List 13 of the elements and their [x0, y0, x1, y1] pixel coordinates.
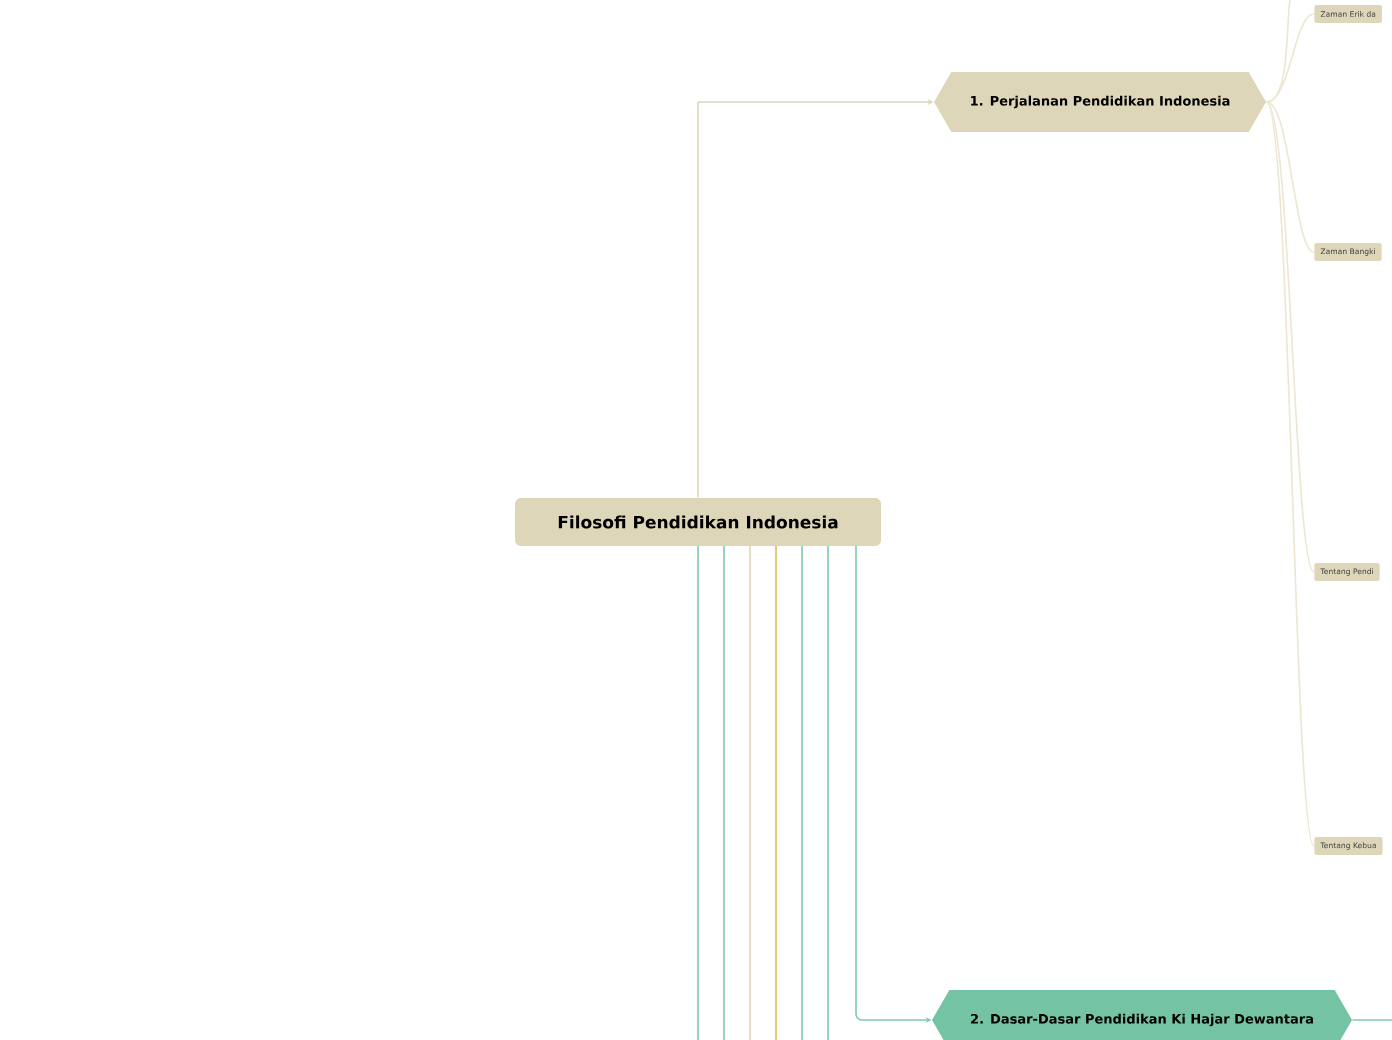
connector-line — [697, 545, 699, 1040]
connector-line — [1265, 13, 1315, 103]
connector-line — [1265, 101, 1315, 847]
connector-line — [1265, 101, 1315, 573]
connector-line — [723, 545, 725, 1040]
connector-line — [749, 545, 751, 1040]
root-topic-box: Filosofi Pendidikan Indonesia — [515, 498, 881, 546]
connector-line — [1265, 101, 1315, 253]
connector-line — [827, 545, 829, 1040]
connector-line — [1351, 1019, 1392, 1021]
connector-line — [1265, 0, 1291, 103]
connector-line — [801, 545, 803, 1040]
connector-line — [775, 545, 777, 1040]
